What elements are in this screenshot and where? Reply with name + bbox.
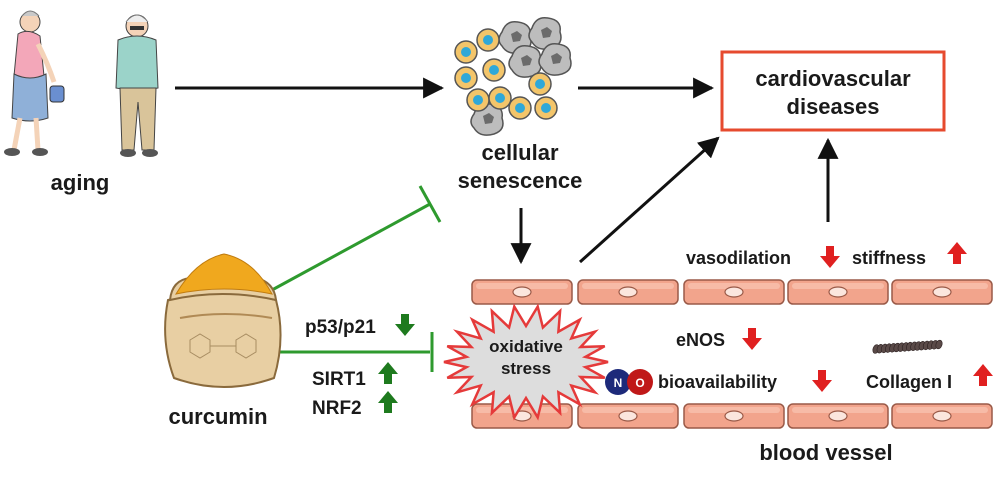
enos-label: eNOS [676,330,725,350]
nrf2-label: NRF2 [312,398,362,419]
blood-vessel-top-wall [471,279,993,305]
nitric-oxide-molecule-icon: N O [605,369,653,395]
senescent-cells-icon [454,16,572,136]
bioavailability-label: bioavailability [658,372,777,392]
oxidative-stress-burst [443,303,609,421]
cvd-box [720,50,946,132]
oxidative-label: oxidative [489,337,563,356]
curcumin-sack-icon [164,253,282,388]
vasodilation-down-arrow-icon [820,246,840,268]
cvd-label-line1: cardiovascular [755,66,911,91]
stiffness-label: stiffness [852,248,926,268]
stiffness-up-arrow-icon [947,242,967,264]
svg-text:N: N [614,376,623,390]
cellular-label: cellular [481,140,558,165]
senescence-label: senescence [458,168,583,193]
sirt1-up-arrow-icon [378,362,398,384]
enos-down-arrow-icon [742,328,762,350]
svg-text:O: O [635,376,644,390]
collagen-fiber-icon [872,339,943,354]
elderly-woman-icon [4,10,65,156]
cvd-label-line2: diseases [787,94,880,119]
p53-down-arrow-icon [395,314,415,336]
vasodilation-label: vasodilation [686,248,791,268]
curcumin-inhibits-oxidative-stress [276,332,434,372]
nrf2-up-arrow-icon [378,391,398,413]
collagen-label: Collagen I [866,372,952,392]
p53-p21-label: p53/p21 [305,317,376,338]
blood-vessel-bottom-wall [471,403,993,429]
stress-label: stress [501,359,551,378]
collagen-up-arrow-icon [973,364,993,386]
curcumin-label: curcumin [168,404,267,429]
aging-label: aging [51,170,110,195]
elderly-man-icon [115,14,159,157]
bioavailability-down-arrow-icon [812,370,832,392]
sirt1-label: SIRT1 [312,369,366,390]
blood-vessel-label: blood vessel [759,440,892,465]
vessel-to-cvd-arrow [578,136,720,264]
curcumin-inhibits-senescence [271,185,442,292]
